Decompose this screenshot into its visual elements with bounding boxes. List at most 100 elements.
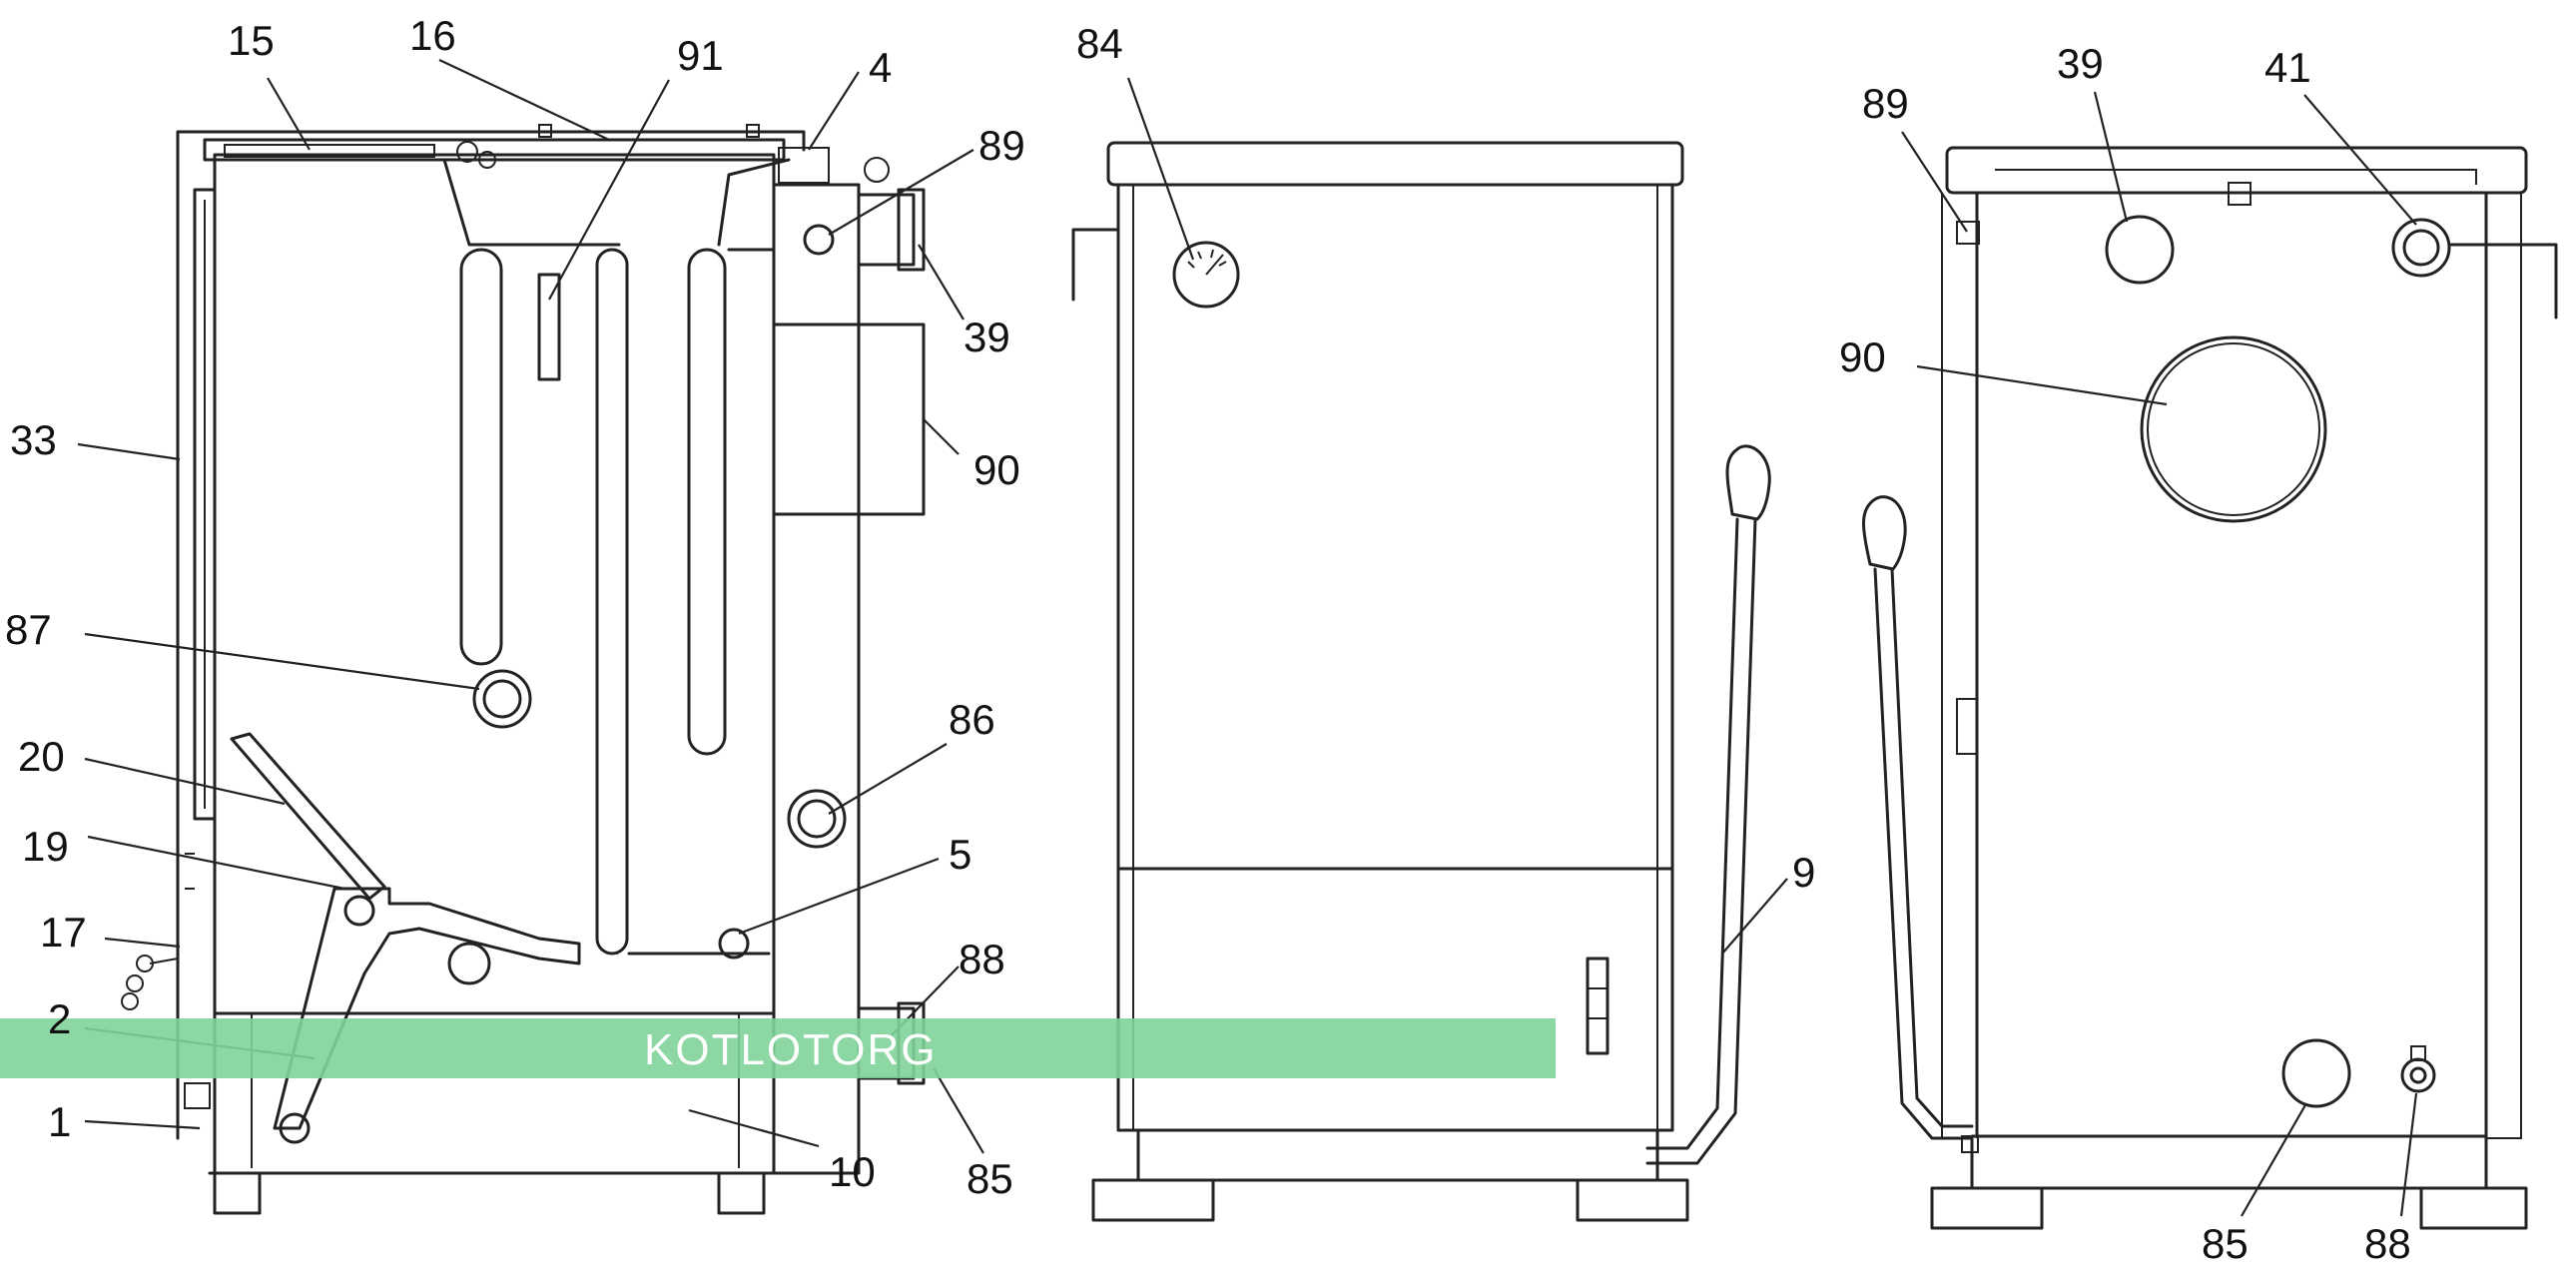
lever-knob xyxy=(447,942,491,985)
label-15: 15 xyxy=(228,17,275,64)
rear-panel xyxy=(1975,191,2488,1138)
rear-plinth xyxy=(1970,1134,2488,1190)
fitting-4-cap xyxy=(864,157,890,183)
door-latch xyxy=(185,853,195,890)
rear-side-edge xyxy=(1941,193,1978,1138)
baffle xyxy=(442,158,621,247)
label-39-side: 39 xyxy=(964,314,1010,360)
port-5 xyxy=(718,928,750,960)
rear-port-85 xyxy=(2281,1038,2351,1108)
rear-port-88-inner xyxy=(2409,1066,2427,1084)
front-top-cover xyxy=(1106,141,1684,187)
front-foot-left xyxy=(1091,1178,1215,1222)
foot-left xyxy=(213,1171,262,1215)
rear-poker-stop xyxy=(1961,1135,1979,1153)
label-20: 20 xyxy=(18,733,65,780)
lower-bracket xyxy=(184,1082,211,1109)
top-stud-2 xyxy=(746,124,760,138)
rear-port-41-outer xyxy=(2391,218,2451,278)
label-41: 41 xyxy=(2264,44,2311,91)
lower-door xyxy=(1116,867,1674,1132)
chain-2 xyxy=(126,974,144,992)
label-89-side: 89 xyxy=(978,122,1025,169)
rear-port-88-cap xyxy=(2410,1045,2426,1061)
rear-port-39 xyxy=(2105,215,2175,285)
flue-neck xyxy=(717,158,791,252)
label-39-rear: 39 xyxy=(2057,40,2104,87)
upper-door-edges xyxy=(1132,185,1658,869)
sensor-pocket xyxy=(537,273,561,381)
rear-view xyxy=(1862,146,2558,1230)
hinge-pin-2 xyxy=(478,151,496,169)
side-hook xyxy=(1071,228,1120,302)
label-9: 9 xyxy=(1792,849,1815,896)
label-90-side: 90 xyxy=(973,446,1020,493)
label-2: 2 xyxy=(48,995,71,1042)
part-labels: 15 16 91 4 89 39 90 33 87 86 20 19 5 17 … xyxy=(5,12,2411,1267)
lower-door-handle xyxy=(1586,957,1610,1055)
lower-door-edges xyxy=(1132,869,1658,1130)
hinge-pin xyxy=(456,141,478,163)
foot-right xyxy=(717,1171,766,1215)
top-plate xyxy=(224,144,435,158)
exchanger-tube-1 xyxy=(459,248,503,666)
front-foot-right xyxy=(1576,1178,1689,1222)
shaker-lever xyxy=(273,887,581,1130)
rear-flue-outlet-inner xyxy=(2147,342,2320,516)
label-17: 17 xyxy=(40,909,87,956)
watermark-band xyxy=(0,1018,1556,1078)
label-10: 10 xyxy=(829,1148,876,1195)
chain-3 xyxy=(121,992,139,1010)
thermometer-gauge xyxy=(1172,241,1240,309)
rear-poker-tool-edge xyxy=(1890,567,1974,1128)
rear-poker-handle xyxy=(1862,495,1907,571)
poker-tool-edge xyxy=(1645,517,1757,1165)
flue-outlet xyxy=(772,322,926,516)
port-87-outer xyxy=(472,669,532,729)
port-86-inner xyxy=(797,799,837,839)
exchanger-tube-3 xyxy=(687,248,727,756)
label-89-rear: 89 xyxy=(1862,80,1909,127)
rear-hook xyxy=(2449,243,2558,320)
label-1: 1 xyxy=(48,1098,71,1145)
top-stud-1 xyxy=(538,124,552,138)
label-86: 86 xyxy=(949,696,995,743)
rear-poker-tool xyxy=(1873,567,1974,1140)
label-33: 33 xyxy=(10,416,57,463)
label-84: 84 xyxy=(1076,20,1123,67)
fitting-4 xyxy=(778,147,830,184)
side-section-view xyxy=(121,124,926,1215)
rear-side-bracket xyxy=(1956,698,1978,755)
label-90-rear: 90 xyxy=(1839,333,1886,380)
poker-handle xyxy=(1725,444,1771,521)
supply-pipe-flange xyxy=(897,188,926,272)
gauge-ticks xyxy=(1187,249,1227,276)
label-16: 16 xyxy=(409,12,456,59)
outer-casing-outline xyxy=(176,130,806,1140)
exchanger-tube-2 xyxy=(595,248,629,956)
label-88-side: 88 xyxy=(959,936,1005,982)
rear-flue-outlet xyxy=(2140,335,2327,523)
label-19: 19 xyxy=(22,823,69,870)
rear-right-edge xyxy=(2486,192,2522,1139)
watermark: KOTLOTORG xyxy=(0,1018,1556,1078)
rear-fitting-89 xyxy=(1956,221,1980,245)
rear-port-88-outer xyxy=(2400,1057,2436,1093)
port-89 xyxy=(803,224,835,256)
label-91: 91 xyxy=(677,32,724,79)
front-door xyxy=(193,188,217,821)
label-85-side: 85 xyxy=(966,1155,1013,1202)
label-4: 4 xyxy=(869,44,892,91)
rear-flue-column xyxy=(772,183,861,1175)
label-87: 87 xyxy=(5,606,52,653)
label-5: 5 xyxy=(949,831,971,878)
lever-pivot xyxy=(343,895,375,927)
watermark-text: KOTLOTORG xyxy=(644,1025,937,1074)
rear-foot-right xyxy=(2419,1186,2528,1230)
rear-top-inner xyxy=(1995,169,2477,185)
supply-pipe xyxy=(857,193,916,267)
upper-door xyxy=(1116,183,1674,871)
front-plinth xyxy=(1136,1128,1659,1182)
label-88-rear: 88 xyxy=(2364,1220,2411,1267)
